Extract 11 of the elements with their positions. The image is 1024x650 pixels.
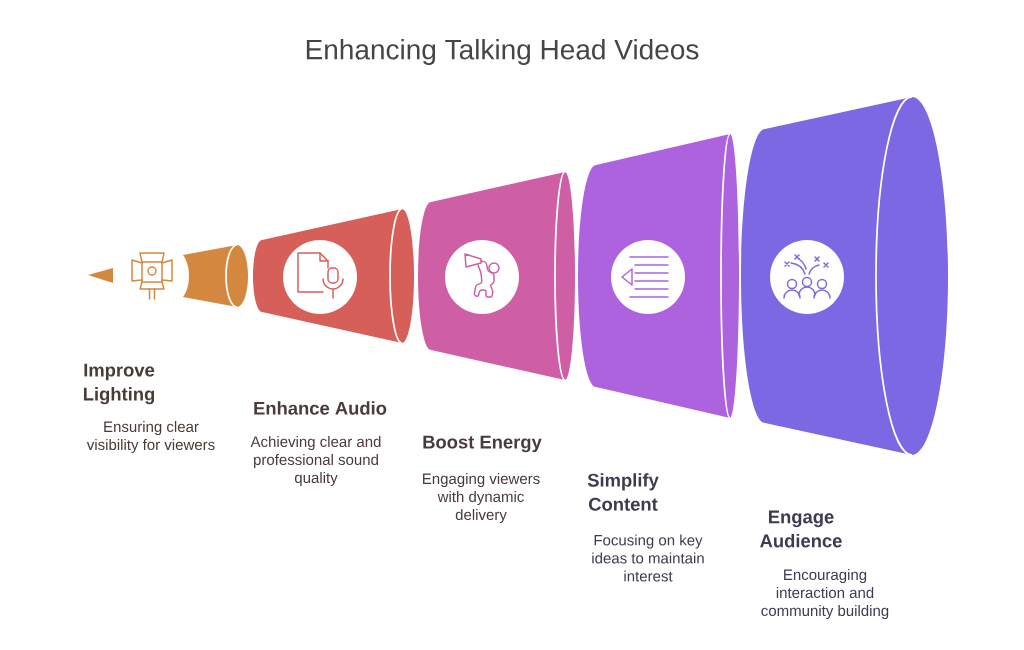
stage-description: Ensuring clear visibility for viewers — [86, 421, 215, 453]
title: Enhancing Talking Head Videos — [306, 38, 699, 66]
stage-description: Focusing on key ideas to maintain interest — [592, 534, 704, 582]
stage-heading: Improve Lighting — [83, 363, 155, 405]
stage-description: Encouraging interaction and community building — [761, 569, 889, 619]
stage-description: Engaging viewers with dynamic delivery — [423, 473, 540, 523]
stage-heading: Boost Energy — [423, 435, 542, 453]
stage-heading: Enhance Audio — [254, 401, 387, 415]
stage-heading: Engage Audience — [760, 510, 842, 548]
stage-description: Achieving clear and professional sound quality — [250, 436, 381, 486]
stage-heading: Simplify Content — [587, 473, 659, 511]
